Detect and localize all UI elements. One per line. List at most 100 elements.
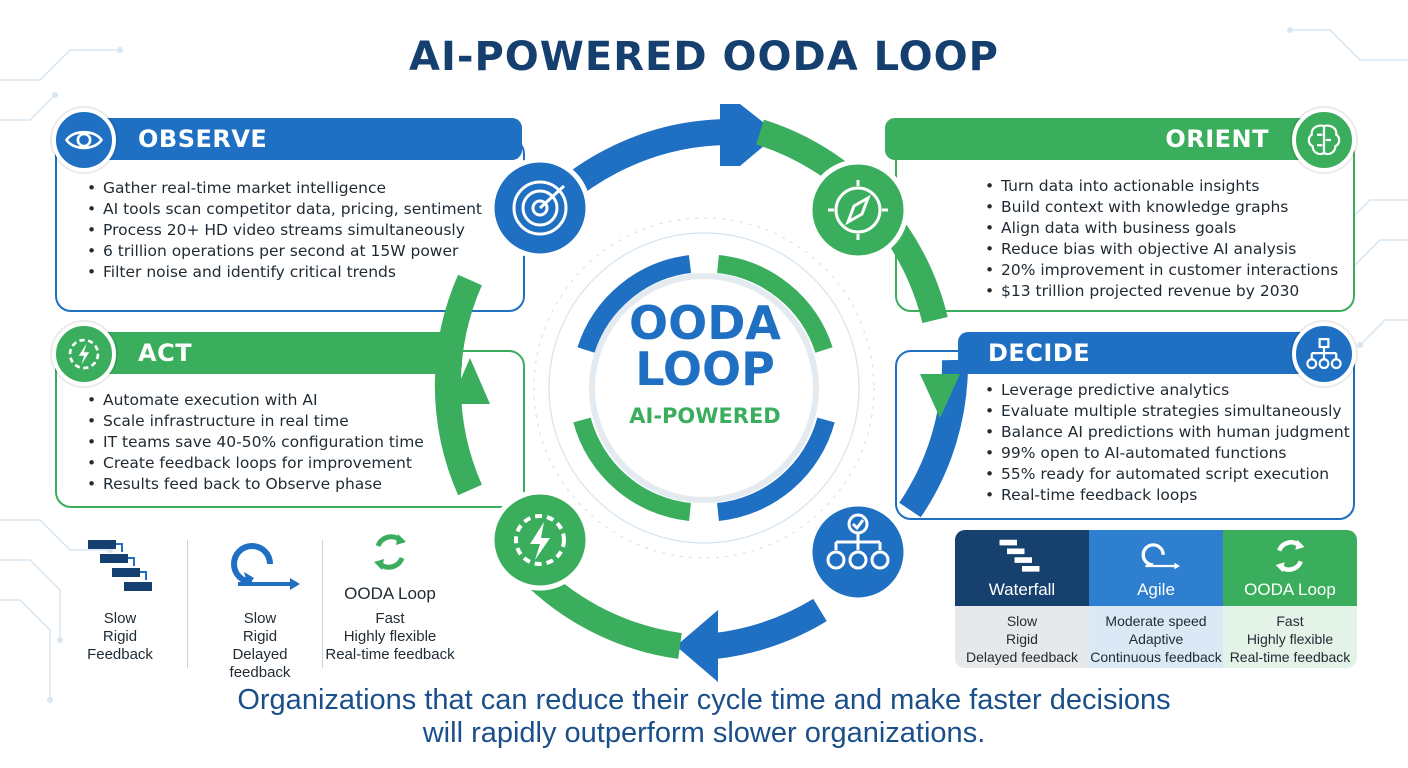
agile-loop-icon: [231, 543, 300, 590]
inner-ring-bottom-left: [573, 417, 692, 521]
act-title: ACT: [138, 339, 193, 367]
outer-arc-decide-to-act: [713, 598, 827, 659]
comparison-line: Fast: [375, 610, 405, 627]
footer-quote: Organizations that can reduce their cycl…: [0, 684, 1408, 750]
orient-node: [807, 159, 909, 261]
center-label: OODA LOOP AI-POWERED: [580, 300, 830, 428]
eye-icon: [64, 130, 104, 150]
list-item: Build context with knowledge graphs: [985, 197, 1338, 218]
ooda-cycle-icon: [1275, 539, 1305, 573]
divider: [187, 540, 188, 668]
inner-ring-bottom-right: [716, 417, 835, 521]
orient-title: ORIENT: [1165, 125, 1269, 153]
comparison-cell-waterfall: Waterfall Slow Rigid Delayed feedback: [955, 530, 1089, 668]
list-item: Turn data into actionable insights: [985, 176, 1338, 197]
decor-rings: [533, 217, 875, 559]
observe-badge: [52, 108, 116, 172]
list-item: Align data with business goals: [985, 218, 1338, 239]
hierarchy-icon: [1306, 338, 1342, 370]
radar-target-icon: [512, 180, 568, 236]
comparison-cell-ooda: OODA Loop Fast Highly flexible Real-time…: [1223, 530, 1357, 668]
comparison-line: Delayed feedback: [229, 646, 291, 681]
comparison-cell-agile: Agile Moderate speed Adaptive Continuous…: [1089, 530, 1223, 668]
outer-arc-act-to-observe: [434, 274, 482, 496]
comparison-line: Real-time feedback: [1229, 649, 1351, 665]
comparison-line: Moderate speed: [1105, 613, 1207, 629]
comparison-left: Slow Rigid Feedback Slow Rigid Delayed f…: [70, 532, 470, 681]
agile-loop-icon: [1141, 543, 1180, 570]
act-node: [489, 489, 591, 591]
orient-panel: Turn data into actionable insights Build…: [895, 138, 1355, 312]
comparison-line: Highly flexible: [343, 628, 437, 645]
arrow-head-decide: [920, 374, 960, 418]
comparison-line: Fast: [1276, 613, 1304, 629]
comparison-line: Rigid: [1006, 631, 1038, 647]
list-item: Balance AI predictions with human judgme…: [985, 422, 1350, 443]
decide-banner: DECIDE: [958, 332, 1328, 374]
list-item: $13 trillion projected revenue by 2030: [985, 281, 1338, 302]
list-item: IT teams save 40-50% configuration time: [87, 432, 424, 453]
comparison-line: Adaptive: [1128, 631, 1184, 647]
list-item: Real-time feedback loops: [985, 485, 1350, 506]
list-item: 99% open to AI-automated functions: [985, 443, 1350, 464]
list-item: Filter noise and identify critical trend…: [87, 262, 482, 283]
comparison-line: Slow: [103, 610, 137, 627]
comparison-heading: OODA Loop: [1244, 580, 1336, 599]
decide-panel: Leverage predictive analytics Evaluate m…: [895, 350, 1355, 520]
observe-panel: Gather real-time market intelligence AI …: [55, 138, 525, 312]
decide-badge: [1292, 322, 1356, 386]
list-item: Process 20+ HD video streams simultaneou…: [87, 220, 482, 241]
center-line-2: LOOP: [635, 342, 775, 396]
divider: [322, 540, 323, 668]
hierarchy-check-icon: [826, 513, 890, 570]
comparison-heading: OODA Loop: [344, 584, 436, 603]
comparison-line: Delayed feedback: [965, 649, 1079, 665]
act-panel: Automate execution with AI Scale infrast…: [55, 350, 525, 508]
list-item: Evaluate multiple strategies simultaneou…: [985, 401, 1350, 422]
orient-badge: [1292, 108, 1356, 172]
list-item: 20% improvement in customer interactions: [985, 260, 1338, 281]
comparison-col-waterfall: Slow Rigid Feedback: [70, 532, 200, 672]
comparison-line: Rigid: [242, 628, 278, 645]
center-disc: [589, 273, 819, 503]
comparison-line: Slow: [1006, 613, 1038, 629]
observe-node: [489, 157, 591, 259]
footer-line-1: Organizations that can reduce their cycl…: [237, 684, 1171, 716]
list-item: 6 trillion operations per second at 15W …: [87, 241, 482, 262]
list-item: Results feed back to Observe phase: [87, 474, 424, 495]
gear-lightning-icon: [514, 514, 566, 566]
act-badge: [52, 322, 116, 386]
list-item: Scale infrastructure in real time: [87, 411, 424, 432]
comparison-line: Slow: [243, 610, 277, 627]
act-banner: ACT: [82, 332, 462, 374]
list-item: 55% ready for automated script execution: [985, 464, 1350, 485]
arrow-head-act: [676, 610, 718, 682]
inner-ring-top-left: [577, 255, 692, 353]
act-list: Automate execution with AI Scale infrast…: [87, 390, 424, 495]
arrow-head-orient: [720, 104, 778, 166]
observe-list: Gather real-time market intelligence AI …: [87, 178, 482, 283]
waterfall-icon: [999, 539, 1040, 572]
comparison-line: Continuous feedback: [1090, 649, 1222, 665]
center-line-1: OODA: [629, 296, 781, 350]
comparison-heading: Waterfall: [988, 580, 1056, 599]
orient-banner: ORIENT: [885, 118, 1325, 160]
center-subtitle: AI-POWERED: [629, 404, 781, 428]
gear-lightning-icon: [68, 338, 100, 370]
orient-list: Turn data into actionable insights Build…: [985, 176, 1338, 302]
list-item: Reduce bias with objective AI analysis: [985, 239, 1338, 260]
comparison-col-ooda: OODA Loop Fast Highly flexible Real-time…: [325, 532, 455, 672]
brain-icon: [1307, 124, 1341, 156]
comparison-line: Real-time feedback: [325, 646, 455, 663]
list-item: Leverage predictive analytics: [985, 380, 1350, 401]
footer-line-2: will rapidly outperform slower organizat…: [422, 717, 986, 749]
decide-node: [807, 501, 909, 603]
list-item: Create feedback loops for improvement: [87, 453, 424, 474]
observe-title: OBSERVE: [138, 125, 268, 153]
comparison-right: Waterfall Slow Rigid Delayed feedback Ag…: [955, 530, 1357, 668]
comparison-line: Feedback: [87, 646, 153, 663]
decide-title: DECIDE: [988, 339, 1091, 367]
arrow-head-observe: [450, 358, 490, 404]
